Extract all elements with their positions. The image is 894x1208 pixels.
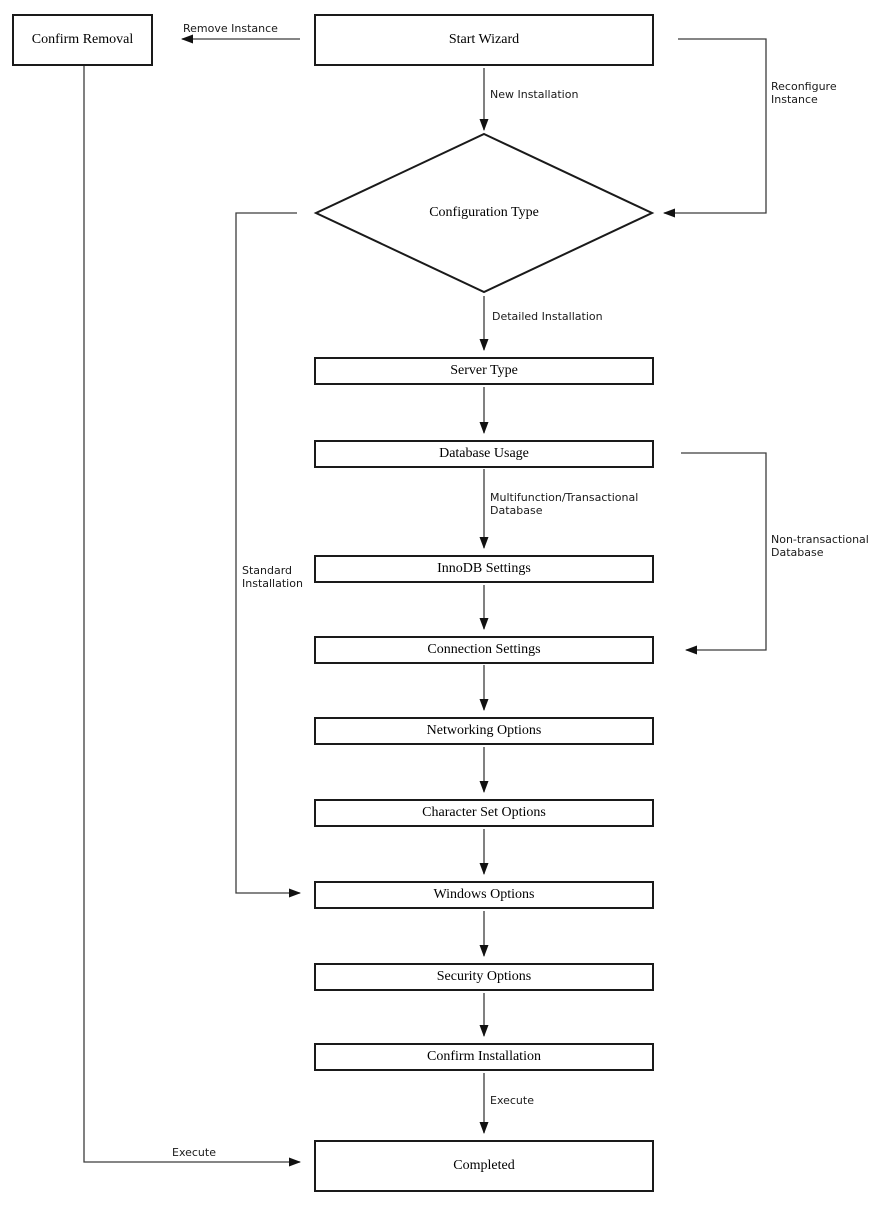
node-innodb-settings: InnoDB Settings xyxy=(314,555,654,583)
node-connection-settings: Connection Settings xyxy=(314,636,654,664)
node-windows-options: Windows Options xyxy=(314,881,654,909)
node-security-options: Security Options xyxy=(314,963,654,991)
edge-label-new-installation: New Installation xyxy=(490,88,579,101)
node-server-type: Server Type xyxy=(314,357,654,385)
edge-label-remove-instance: Remove Instance xyxy=(183,22,278,35)
node-character-set-options: Character Set Options xyxy=(314,799,654,827)
edge-label-standard-installation: Standard Installation xyxy=(242,564,303,590)
edge-standard-installation xyxy=(235,212,301,898)
node-start-wizard: Start Wizard xyxy=(314,14,654,66)
node-confirm-removal: Confirm Removal xyxy=(12,14,153,66)
edge-reconfigure-instance xyxy=(663,38,767,218)
edge-non-transactional-bypass xyxy=(681,452,767,655)
edge-label-execute-removal: Execute xyxy=(172,1146,216,1159)
edge-label-reconfigure-instance: Reconfigure Instance xyxy=(771,80,837,106)
edge-label-detailed-installation: Detailed Installation xyxy=(492,310,603,323)
node-networking-options: Networking Options xyxy=(314,717,654,745)
edge-label-execute-install: Execute xyxy=(490,1094,534,1107)
edge-confirm-removal-execute xyxy=(83,66,301,1167)
configuration-type-diamond-shape xyxy=(313,132,655,294)
node-configuration-type-label: Configuration Type xyxy=(429,205,539,220)
node-database-usage: Database Usage xyxy=(314,440,654,468)
node-confirm-installation: Confirm Installation xyxy=(314,1043,654,1071)
edge-label-non-transactional: Non-transactional Database xyxy=(771,533,869,559)
edge-label-multifunction-transactional: Multifunction/Transactional Database xyxy=(490,491,639,517)
node-completed: Completed xyxy=(314,1140,654,1192)
